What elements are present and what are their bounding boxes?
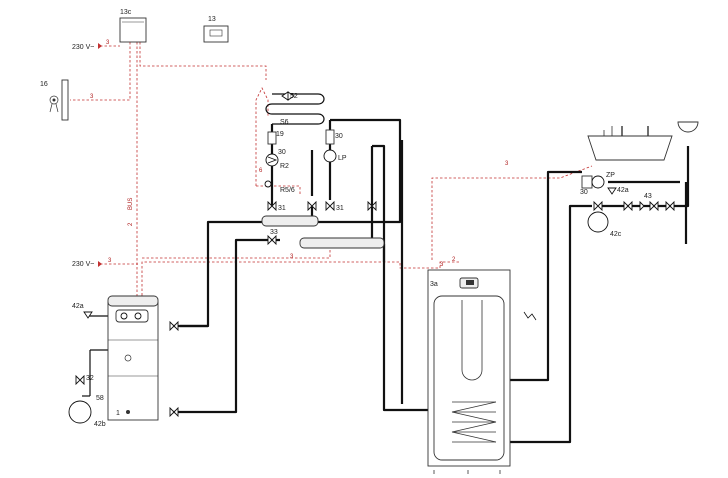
label-3a: 3a: [430, 281, 438, 288]
pump-icon: [323, 149, 337, 163]
label-31-left: 31: [278, 205, 286, 212]
valve-icon: [307, 200, 317, 212]
manifold-lower: [299, 237, 385, 249]
label-1: 1: [116, 410, 120, 417]
valve-icon: [623, 200, 633, 212]
arrow-icon: [98, 261, 102, 267]
label-42c: 42c: [610, 231, 622, 238]
thermostat-13: 13: [203, 16, 229, 43]
valve-icon: [607, 187, 617, 195]
label-30-zp: 30: [580, 189, 588, 196]
label-13: 13: [208, 16, 216, 23]
expansion-vessel-icon: [68, 400, 92, 424]
label-zp: ZP: [606, 172, 615, 179]
label-33: 33: [270, 229, 278, 236]
room-controller-13c: 13c: [119, 9, 147, 43]
circulation-pump-group: 30 ZP 42a: [580, 172, 629, 196]
valve-group-43: 43: [623, 193, 675, 212]
valve-icon: [593, 200, 603, 212]
label-13c: 13c: [120, 9, 132, 16]
label-s6: S6: [280, 119, 289, 126]
tap-icon: [523, 311, 537, 321]
label-bus: BUS: [128, 198, 134, 210]
pump-icon: [265, 153, 279, 167]
valve-icon: [639, 200, 645, 212]
solar-station: 52 S6 19 30 R2 R5/6 31: [264, 91, 298, 212]
label-52: 52: [290, 93, 298, 100]
label-3-top: 3: [106, 40, 110, 46]
valve-icon: [83, 311, 93, 319]
manifold-upper: [261, 215, 319, 227]
valve-icon: [267, 200, 277, 212]
valve-icon: [169, 320, 179, 332]
expansion-vessel-icon: [587, 211, 609, 233]
label-31-right: 31: [336, 205, 344, 212]
valve-icon: [267, 234, 277, 246]
label-58: 58: [96, 395, 104, 402]
label-42a-left: 42a: [72, 303, 84, 310]
gauge-icon: [267, 131, 277, 145]
label-3-mid: 3: [290, 254, 294, 260]
storage-tank: 3a: [427, 269, 511, 474]
loading-pump: 30 LP: [323, 129, 347, 163]
label-30-lp: 30: [335, 133, 343, 140]
boiler: 1: [107, 295, 159, 421]
safety-group: 42a 32 58 42b: [68, 303, 106, 428]
label-r56: R5/6: [280, 187, 295, 194]
antenna-icon: [49, 95, 59, 113]
valve-icon: [649, 200, 659, 212]
pump-icon: [591, 175, 605, 189]
label-3-tank: 3: [440, 262, 444, 268]
label-3-sensor: 3: [90, 94, 94, 100]
label-16: 16: [40, 81, 48, 88]
label-r2: R2: [280, 163, 289, 170]
label-42b: 42b: [94, 421, 106, 428]
valve-icon: [367, 200, 377, 212]
valve-icon: [281, 91, 295, 101]
label-3-topright: 3: [505, 161, 509, 167]
valve-icon: [665, 200, 675, 212]
valve-icon: [325, 200, 335, 212]
label-230v-bottom: 230 V~: [72, 261, 94, 268]
label-43: 43: [644, 193, 652, 200]
label-42a-right: 42a: [617, 187, 629, 194]
valve-icon: [264, 180, 272, 188]
label-bus-2: 2: [128, 222, 134, 226]
arrow-icon: [98, 43, 102, 49]
outdoor-sensor-16: 16 3: [40, 79, 94, 121]
label-2-tank: 2: [452, 257, 456, 263]
label-3-bottom: 3: [108, 258, 112, 264]
bathtub-icon: [587, 126, 673, 161]
label-6: 6: [259, 168, 263, 174]
label-lp: LP: [338, 155, 347, 162]
label-30-left: 30: [278, 149, 286, 156]
valve-icon: [169, 406, 179, 418]
label-19: 19: [276, 131, 284, 138]
sink-icon: [677, 121, 699, 133]
label-32: 32: [86, 375, 94, 382]
valve-icon: [75, 374, 85, 386]
label-230v-top: 230 V~: [72, 44, 94, 51]
